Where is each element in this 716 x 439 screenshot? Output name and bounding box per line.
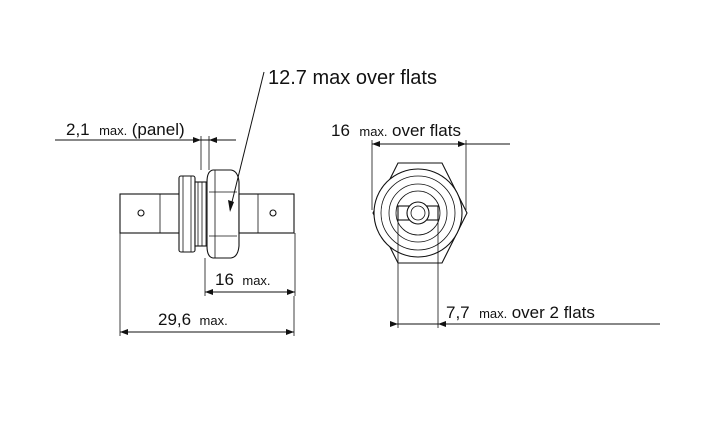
dim-overall-label: 29,6 max.: [158, 310, 228, 329]
right-bayonet-pin: [269, 209, 277, 217]
dim-panel: 2,1 max. (panel): [55, 120, 236, 170]
end-ring-4: [395, 190, 441, 236]
dim-panel-label: 2,1 max. (panel): [66, 120, 185, 139]
dim-flats-7-7: 7,7 max. over 2 flats: [390, 220, 660, 328]
dim-width-16-label: 16 max.: [215, 270, 271, 289]
end-contact: [410, 205, 426, 221]
end-ring-2: [380, 175, 456, 251]
dim-flats-12-7-label: 12.7 max over flats: [268, 67, 437, 89]
end-socket: [406, 201, 430, 225]
left-bayonet-pin: [137, 209, 145, 217]
left-ring: [178, 175, 196, 253]
dim-overall: 29,6 max.: [119, 233, 295, 336]
dim-flats-16-label: 16 max. over flats: [331, 121, 461, 140]
side-view: [119, 169, 295, 259]
dim-flats-12-7: 12.7 max over flats: [228, 67, 437, 212]
right-barrel: [238, 193, 295, 234]
dim-flats-16: 16 max. over flats: [331, 121, 510, 210]
end-ring-3: [388, 183, 448, 243]
hex-nut: [206, 169, 240, 259]
end-view: [372, 162, 468, 264]
left-barrel: [119, 193, 181, 234]
dim-flats-7-7-label: 7,7 max. over 2 flats: [446, 303, 595, 322]
dim-width-16: 16 max.: [204, 233, 296, 296]
